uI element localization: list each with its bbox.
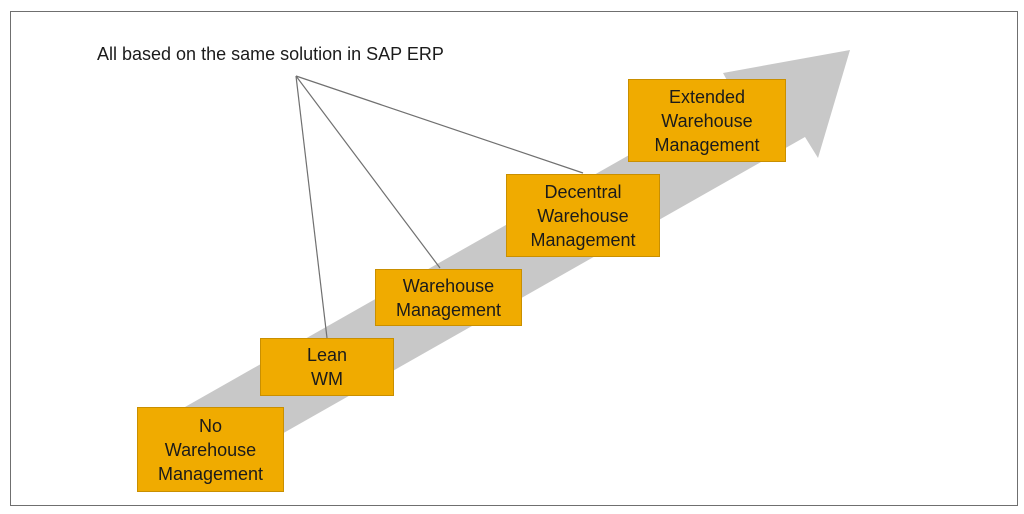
step-lean-wm: Lean WM <box>260 338 394 396</box>
step-no-warehouse-management: No Warehouse Management <box>137 407 284 492</box>
connector-line-lean-wm <box>295 75 328 339</box>
step-warehouse-management: Warehouse Management <box>375 269 522 326</box>
step-decentral-warehouse-management: Decentral Warehouse Management <box>506 174 660 257</box>
step-extended-warehouse-management: Extended Warehouse Management <box>628 79 786 162</box>
connector-line-warehouse-management <box>295 75 441 269</box>
connector-line-decentral-warehouse-management <box>295 75 584 174</box>
headline-label: All based on the same solution in SAP ER… <box>97 44 444 64</box>
